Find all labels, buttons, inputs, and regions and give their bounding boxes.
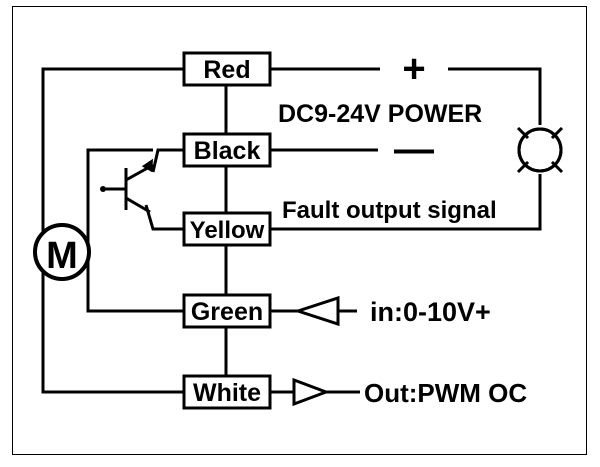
green-wire-label: Green [191, 298, 263, 326]
fault-output-label: Fault output signal [282, 197, 497, 224]
red-wire-label: Red [203, 56, 250, 84]
yellow-wire-box: Yellow [182, 211, 272, 247]
input-arrow-icon [293, 295, 340, 327]
output-arrow-icon [292, 377, 331, 407]
input-signal-label: in:0-10V+ [370, 297, 491, 327]
transistor-collector-wire [151, 148, 184, 173]
transistor-icon [100, 158, 154, 214]
black-wire-box: Black [182, 132, 272, 168]
power-label: DC9-24V POWER [278, 100, 482, 128]
black-wire-label: Black [194, 137, 261, 165]
power-plus-sign: + [402, 47, 425, 91]
lamp-icon [516, 126, 564, 174]
red-wire-to-lamp [448, 67, 542, 125]
green-wire-left [86, 148, 184, 313]
white-wire-box: White [182, 374, 272, 410]
red-wire-box: Red [182, 51, 272, 87]
output-signal-label: Out:PWM OC [364, 378, 527, 408]
diagram-frame [12, 6, 587, 455]
motor-label: M [46, 235, 78, 277]
power-minus-sign: — [394, 127, 434, 171]
green-wire-box: Green [182, 293, 272, 329]
yellow-wire-label: Yellow [190, 217, 265, 244]
motor-icon: M [33, 223, 91, 281]
white-wire-label: White [193, 379, 261, 407]
yellow-wire [270, 174, 542, 231]
transistor-emitter-wire [144, 204, 184, 231]
